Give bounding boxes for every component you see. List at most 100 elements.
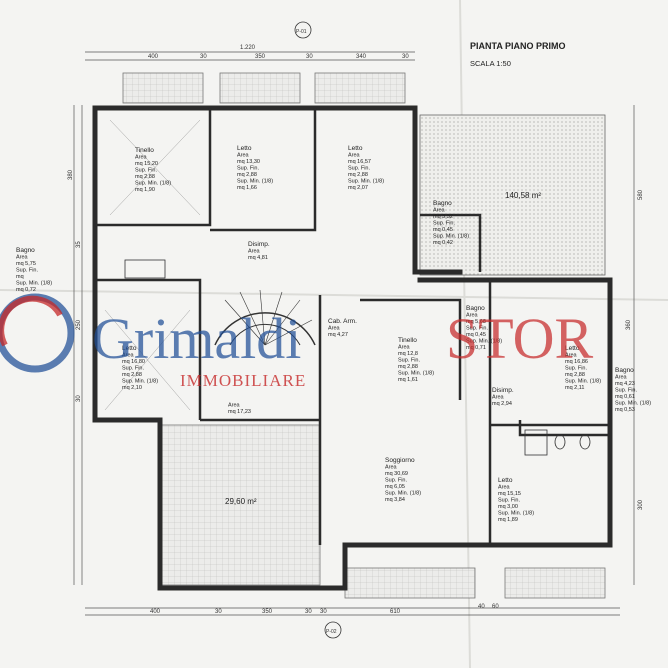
room-info-line: mq 0,42 xyxy=(433,240,453,246)
room-info-line: mq 4,81 xyxy=(248,255,268,261)
room-info-line: Area xyxy=(328,326,341,332)
room-info-line: Area xyxy=(228,403,241,409)
room-info-line: mq 5,75 xyxy=(16,261,36,267)
room-name: Bagno xyxy=(16,247,35,254)
dim-left-3: 30 xyxy=(76,395,82,402)
terrace-bottom-area: 29,60 m² xyxy=(225,497,257,506)
room-info-line: mq 2,88 xyxy=(565,372,585,378)
room-info-line: mq 2,88 xyxy=(348,172,368,178)
balcony-top-2 xyxy=(219,72,301,104)
room-info-line: mq 6,05 xyxy=(385,484,405,490)
dim-top-total: 1.220 xyxy=(240,45,256,51)
room-name: Bagno xyxy=(615,367,634,374)
room-info-line: Sup. Min. (1/8) xyxy=(565,379,601,385)
dim-top-4: 340 xyxy=(356,54,367,60)
dim-top-3: 30 xyxy=(306,54,313,60)
room-info-line: mq 30,69 xyxy=(385,471,408,477)
terrace-bottom xyxy=(159,424,321,586)
dim-left-2: 250 xyxy=(76,319,82,330)
dim-bottom-2: 350 xyxy=(262,609,273,615)
room-name: Soggiorno xyxy=(385,457,415,464)
room-info-line: Area xyxy=(348,153,361,159)
watermark: Grimaldi STOR IMMOBILIARE xyxy=(0,293,594,390)
dimension-chain-top: 1.220 400 30 350 30 340 30 xyxy=(85,45,415,61)
watermark-brand-blue: Grimaldi xyxy=(92,306,301,371)
room-info-line: mq 4,23 xyxy=(615,381,635,387)
room-info-line: Sup. Fin. xyxy=(385,478,407,484)
room-info-line: Sup. Fin. xyxy=(398,358,420,364)
section-marker-top-label: P-01 xyxy=(296,29,307,35)
room-info-line: mq 2,07 xyxy=(348,185,368,191)
watermark-subtitle: IMMOBILIARE xyxy=(180,371,306,390)
dim-bottom-5: 610 xyxy=(390,609,401,615)
room-info-line: Sup. Min. (1/8) xyxy=(398,371,434,377)
room-info-line: mq 15,15 xyxy=(498,491,521,497)
room-name: Letto xyxy=(237,145,252,152)
dim-left-0: 380 xyxy=(68,169,74,180)
room-info-line: mq 17,23 xyxy=(228,409,251,415)
dim-bottom-0: 400 xyxy=(150,609,161,615)
room-info-line: mq xyxy=(16,274,24,280)
room-info-line: Area xyxy=(498,485,511,491)
room-info-line: mq 1,89 xyxy=(498,517,518,523)
room-info-line: Sup. Min. (1/8) xyxy=(466,339,502,345)
room-info-line: mq 3,84 xyxy=(385,497,405,503)
room-name: Letto xyxy=(348,145,363,152)
room-info-line: Sup. Fin. xyxy=(16,268,38,274)
bathroom-fixtures xyxy=(124,259,591,456)
room-info-line: Sup. Min. (1/8) xyxy=(433,234,469,240)
dim-bottom-3: 30 xyxy=(305,609,312,615)
room-info-line: Sup. Fin. xyxy=(135,168,157,174)
room-info-line: mq 13,30 xyxy=(237,159,260,165)
room-info-line: mq 1,61 xyxy=(398,377,418,383)
dim-top-1: 30 xyxy=(200,54,207,60)
room-name: Cab. Arm. xyxy=(328,318,357,325)
room-info-line: Sup. Min. (1/8) xyxy=(385,491,421,497)
room-info-line: Area xyxy=(615,375,628,381)
spiral-staircase xyxy=(214,289,316,346)
room-info-line: mq 4,27 xyxy=(328,332,348,338)
paper-fold xyxy=(0,289,668,301)
room-info-line: Sup. Fin. xyxy=(237,166,259,172)
section-marker-bottom-label: P-02 xyxy=(326,629,337,635)
room-name: Letto xyxy=(122,345,137,352)
room-info-line: mq 0,61 xyxy=(615,394,635,400)
room-info-line: Sup. Min. (1/8) xyxy=(135,181,171,187)
room-info-line: Area xyxy=(248,249,261,255)
room-info-line: mq 0,72 xyxy=(16,287,36,293)
room-name: Disimp. xyxy=(492,387,514,394)
room-info-line: Sup. Min. (1/8) xyxy=(348,179,384,185)
room-info-line: Area xyxy=(237,153,250,159)
dim-bottom-4: 30 xyxy=(320,609,327,615)
dim-right-0: 580 xyxy=(638,189,644,200)
room-name: Tinello xyxy=(398,337,417,344)
room-info-line: mq 0,45 xyxy=(433,227,453,233)
room-info-line: mq 2,88 xyxy=(398,364,418,370)
room-info-line: mq 3,00 xyxy=(498,504,518,510)
ceiling-x-marks xyxy=(104,119,201,411)
watermark-logo-arc xyxy=(0,295,63,347)
balcony-bottom-2 xyxy=(504,567,606,599)
room-info-line: Sup. Fin. xyxy=(565,366,587,372)
dim-right-1: 360 xyxy=(626,319,632,330)
room-info-line: Sup. Min. (1/8) xyxy=(615,401,651,407)
room-info-line: Sup. Fin. xyxy=(433,221,455,227)
room-info-line: mq 2,11 xyxy=(565,385,584,391)
room-info-line: Area xyxy=(398,345,411,351)
room-info-line: mq 5,68 xyxy=(466,319,486,325)
room-name: Bagno xyxy=(466,305,485,312)
